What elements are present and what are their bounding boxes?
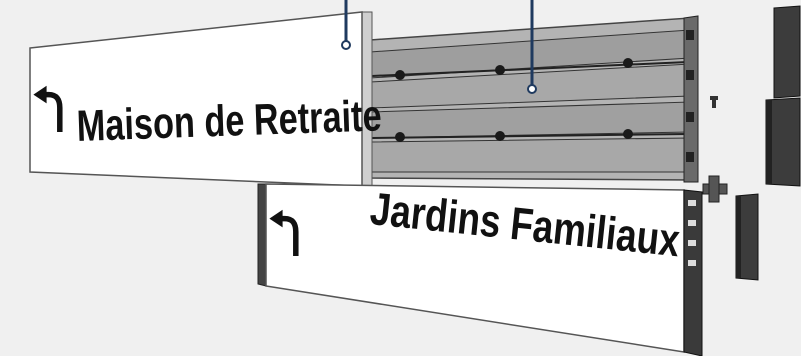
end-cap-notches xyxy=(686,30,694,162)
fixing-screw xyxy=(710,96,718,108)
cable-upper xyxy=(371,61,689,77)
turn-back-arrow-icon xyxy=(33,85,63,133)
cross-connector xyxy=(702,175,728,203)
end-bracket-lower xyxy=(735,193,759,281)
sign-panel-lower: Jardins Familiaux xyxy=(257,182,703,356)
end-bracket-middle xyxy=(765,97,801,187)
rail-lower-2 xyxy=(369,137,691,173)
callout-panel xyxy=(341,0,351,50)
mounting-rail-assembly xyxy=(369,15,699,183)
end-bracket-top xyxy=(773,5,801,99)
end-cap-lower-notches xyxy=(688,200,696,266)
rail-end-cap xyxy=(683,15,699,183)
cable-lower xyxy=(371,133,689,139)
sign-panel-lower-end-cap xyxy=(683,189,703,356)
turn-back-arrow-icon xyxy=(269,209,299,257)
sign-label-upper: Maison de Retraite xyxy=(76,91,383,151)
sign-panel-upper: Maison de Retraite xyxy=(29,11,383,187)
sign-panel-lower-edge xyxy=(257,183,267,287)
cable-clamps xyxy=(395,58,633,142)
callout-rail xyxy=(527,0,537,94)
